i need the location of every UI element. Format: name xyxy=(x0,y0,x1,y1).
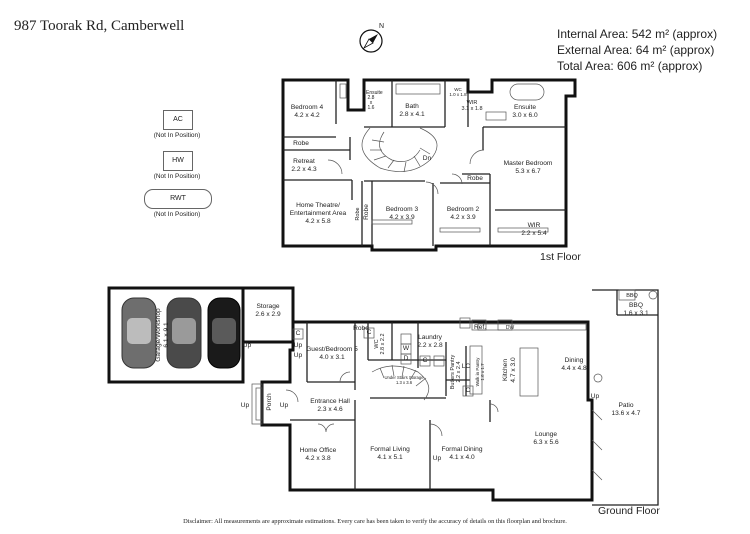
appliance-c: C xyxy=(295,330,301,337)
appliance-d: D xyxy=(403,355,409,362)
key-rwt-box: RWT xyxy=(144,189,212,209)
area-summary: Internal Area: 542 m² (approx) External … xyxy=(557,26,717,74)
label-up: Up xyxy=(432,455,442,462)
appliance-w: W xyxy=(402,345,410,352)
label-bbq-grill: BBQ xyxy=(626,293,638,299)
property-address: 987 Toorak Rd, Camberwell xyxy=(14,18,185,34)
key-ac-note: (Not In Position) xyxy=(153,132,201,139)
room-label-porch: Porch xyxy=(266,393,273,411)
label-up: Up xyxy=(279,402,289,409)
external-area: External Area: 64 m² (approx) xyxy=(557,43,715,57)
key-rwt-note: (Not In Position) xyxy=(153,211,201,218)
label-robe: Robe xyxy=(467,175,483,182)
disclaimer: Disclaimer: All measurements are approxi… xyxy=(183,518,567,525)
key-ac-box: AC xyxy=(163,110,193,130)
label-up: Up xyxy=(293,352,303,359)
internal-area: Internal Area: 542 m² (approx) xyxy=(557,27,718,41)
label-dw: DW xyxy=(505,325,515,331)
label-up: Up xyxy=(590,393,600,400)
label-ref: Ref. xyxy=(473,324,487,331)
key-hw-note: (Not In Position) xyxy=(153,173,201,180)
label-robe: Robe xyxy=(353,325,369,332)
label-robe: Robe xyxy=(355,207,361,221)
key-hw-box: HW xyxy=(163,151,193,171)
ground-floor-walls xyxy=(107,286,659,506)
label-up: Up xyxy=(242,342,252,349)
appliance-c: C xyxy=(366,329,372,336)
appliance-c: C xyxy=(465,387,471,394)
first-floor-label: 1st Floor xyxy=(540,251,581,263)
label-robe: Robe xyxy=(293,140,309,147)
label-up: Up xyxy=(293,342,303,349)
ground-floor-label: Ground Floor xyxy=(598,505,660,517)
compass-north-label: N xyxy=(379,23,385,30)
total-area: Total Area: 606 m² (approx) xyxy=(557,59,703,73)
car-icon xyxy=(121,297,157,369)
car-icon xyxy=(207,297,241,369)
first-floor-walls xyxy=(281,78,577,252)
appliance-c: C xyxy=(422,357,428,364)
car-icon xyxy=(166,297,202,369)
label-down: Dn xyxy=(422,155,432,162)
label-up: Up xyxy=(240,402,250,409)
label-lc: LC xyxy=(461,363,471,370)
label-robe: Robe xyxy=(363,204,370,220)
compass-icon xyxy=(359,29,383,53)
compass: N xyxy=(357,23,387,55)
